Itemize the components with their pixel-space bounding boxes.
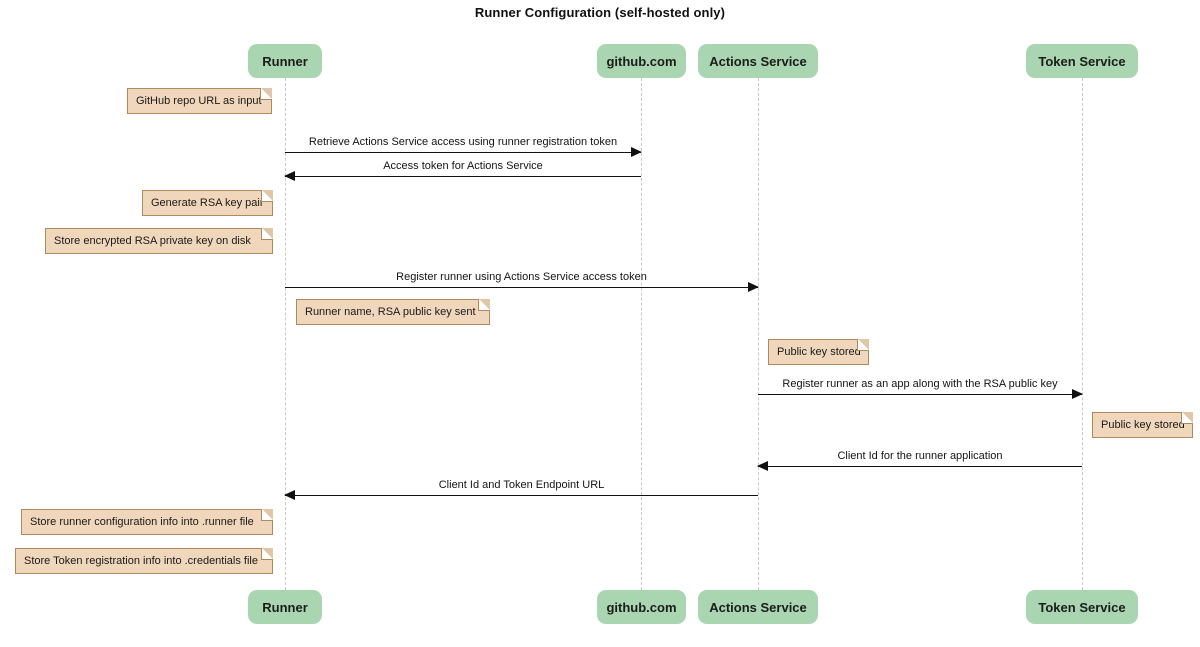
- participant-token-top[interactable]: Token Service: [1026, 44, 1138, 78]
- msg-client-id-token-endpoint: Client Id and Token Endpoint URL: [284, 479, 758, 500]
- note-text: GitHub repo URL as input: [136, 95, 262, 107]
- message-label: Access token for Actions Service: [383, 160, 543, 172]
- msg-register-runner: Register runner using Actions Service ac…: [285, 271, 759, 292]
- participant-label: Token Service: [1038, 599, 1126, 615]
- arrowhead-right-icon: [1072, 389, 1083, 399]
- arrowhead-left-icon: [284, 490, 295, 500]
- msg-client-id: Client Id for the runner application: [757, 450, 1082, 471]
- note-store-token-registration: Store Token registration info into .cred…: [15, 548, 273, 574]
- message-label: Client Id and Token Endpoint URL: [438, 479, 605, 491]
- note-fold-corner-icon: [479, 299, 490, 310]
- participant-label: github.com: [606, 599, 677, 615]
- note-text: Store Token registration info into .cred…: [24, 555, 258, 567]
- arrowhead-right-icon: [631, 147, 642, 157]
- note-text: Runner name, RSA public key sent: [305, 306, 476, 318]
- note-public-key-stored-token: Public key stored: [1092, 412, 1193, 438]
- participant-label: Token Service: [1038, 53, 1126, 69]
- note-text: Store encrypted RSA private key on disk: [54, 235, 251, 247]
- note-text: Generate RSA key pair: [151, 197, 264, 209]
- note-fold-corner-icon: [858, 339, 869, 350]
- note-store-private-key: Store encrypted RSA private key on disk: [45, 228, 273, 254]
- participant-label: Runner: [262, 53, 308, 69]
- note-github-repo-url: GitHub repo URL as input: [127, 88, 272, 114]
- msg-access-token: Access token for Actions Service: [284, 160, 641, 181]
- note-runner-name-key: Runner name, RSA public key sent: [296, 299, 490, 325]
- participant-label: github.com: [606, 53, 677, 69]
- participant-label: Actions Service: [709, 53, 807, 69]
- page-title: Runner Configuration (self-hosted only): [474, 5, 726, 20]
- participant-runner-bottom[interactable]: Runner: [248, 590, 322, 624]
- lifeline-actions: [758, 78, 759, 590]
- participant-label: Runner: [262, 599, 308, 615]
- arrowhead-left-icon: [284, 171, 295, 181]
- participant-actions-bottom[interactable]: Actions Service: [698, 590, 818, 624]
- participant-label: Actions Service: [709, 599, 807, 615]
- lifeline-github: [641, 78, 642, 590]
- note-fold-corner-icon: [262, 548, 273, 559]
- note-store-runner-config: Store runner configuration info into .ru…: [21, 509, 273, 535]
- message-label: Register runner using Actions Service ac…: [396, 271, 647, 283]
- participant-runner-top[interactable]: Runner: [248, 44, 322, 78]
- note-text: Store runner configuration info into .ru…: [30, 516, 254, 528]
- note-text: Public key stored: [777, 346, 861, 358]
- participant-github-top[interactable]: github.com: [597, 44, 686, 78]
- note-fold-corner-icon: [262, 190, 273, 201]
- participant-token-bottom[interactable]: Token Service: [1026, 590, 1138, 624]
- lifeline-token: [1082, 78, 1083, 590]
- participant-actions-top[interactable]: Actions Service: [698, 44, 818, 78]
- msg-retrieve-actions-access: Retrieve Actions Service access using ru…: [285, 136, 642, 157]
- note-public-key-stored-actions: Public key stored: [768, 339, 869, 365]
- note-fold-corner-icon: [261, 88, 272, 99]
- message-label: Register runner as an app along with the…: [782, 378, 1058, 390]
- note-fold-corner-icon: [262, 509, 273, 520]
- note-text: Public key stored: [1101, 419, 1185, 431]
- message-label: Retrieve Actions Service access using ru…: [308, 136, 618, 148]
- lifeline-runner: [285, 78, 286, 590]
- note-generate-rsa: Generate RSA key pair: [142, 190, 273, 216]
- msg-register-runner-app: Register runner as an app along with the…: [758, 378, 1083, 399]
- note-fold-corner-icon: [1182, 412, 1193, 423]
- participant-github-bottom[interactable]: github.com: [597, 590, 686, 624]
- note-fold-corner-icon: [262, 228, 273, 239]
- arrowhead-right-icon: [748, 282, 759, 292]
- message-label: Client Id for the runner application: [837, 450, 1003, 462]
- arrowhead-left-icon: [757, 461, 768, 471]
